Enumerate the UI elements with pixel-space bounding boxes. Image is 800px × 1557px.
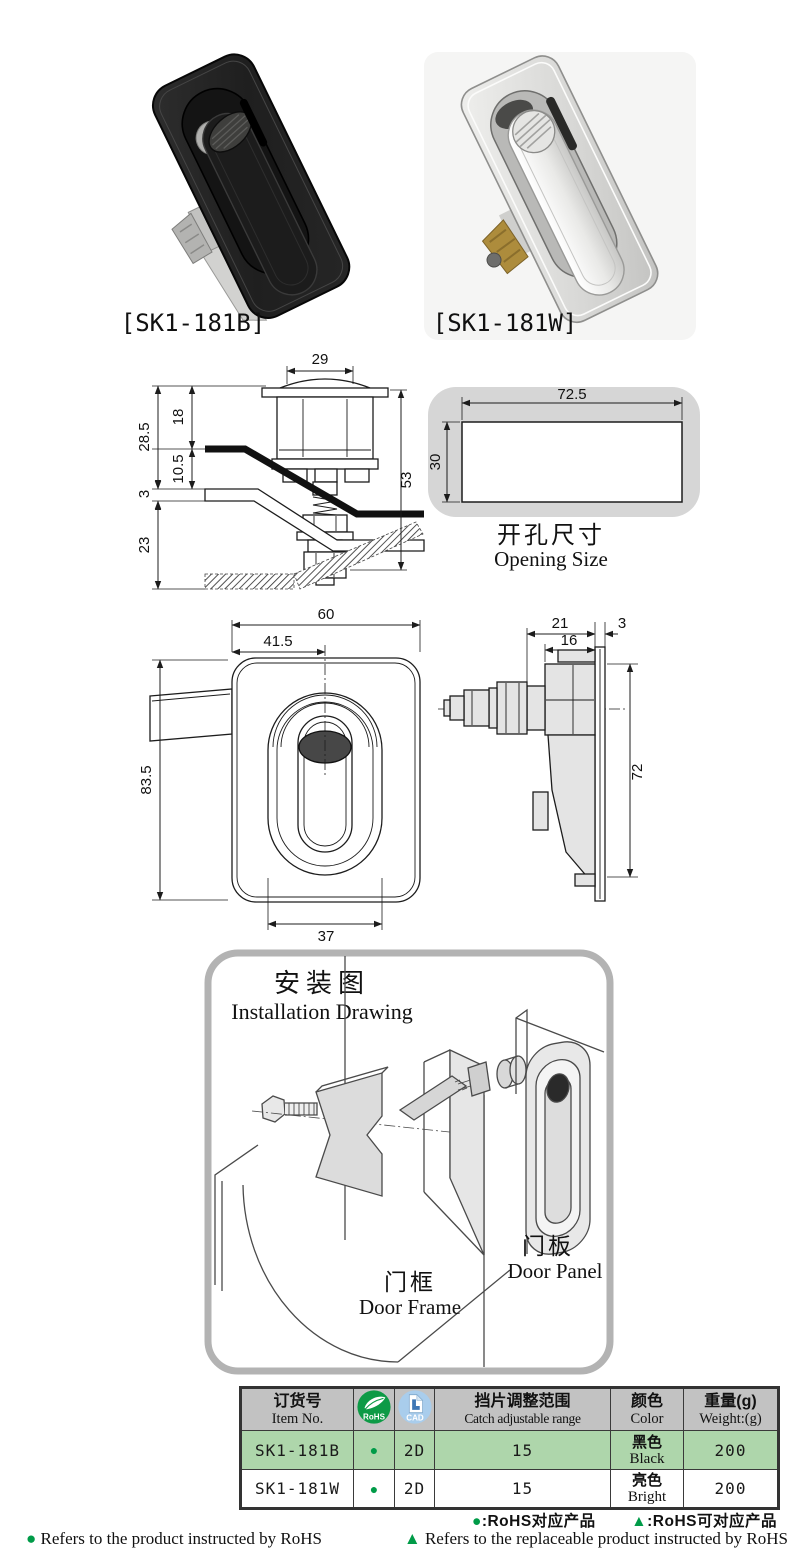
color-value-en: Bright [627, 1489, 667, 1505]
weight-value: 200 [683, 1469, 779, 1509]
color-value-en: Black [629, 1450, 665, 1467]
catch-range-value: 15 [434, 1430, 611, 1470]
product-label-black: [SK1-181B] [121, 309, 266, 337]
catch-range-label-en: Catch adjustable range [464, 1411, 581, 1426]
rohs-dot-marker: ● [471, 1513, 482, 1530]
rohs-dot-marker-en: ● [26, 1529, 37, 1548]
col-item-no: 订货号 Item No. [240, 1387, 354, 1431]
col-rohs: RoHS [353, 1387, 395, 1431]
cad-value: 2D [394, 1430, 435, 1470]
col-weight: 重量(g) Weight:(g) [683, 1387, 779, 1431]
rohs-tri-marker-en: ▲ [403, 1529, 421, 1548]
cad-icon: CAD [397, 1390, 432, 1424]
dim-60: 60 [318, 606, 335, 623]
product-label-bright: [SK1-181W] [433, 309, 578, 337]
color-label-zh: 颜色 [630, 1392, 663, 1410]
door-panel-label-en: Door Panel [507, 1259, 602, 1283]
dim-23: 23 [136, 537, 153, 554]
rohs-icon: RoHS [357, 1390, 391, 1424]
dim-10-5: 10.5 [170, 454, 187, 483]
color-value-zh: 亮色 [631, 1472, 662, 1489]
catch-range-label-zh: 挡片调整范围 [474, 1393, 571, 1410]
rohs-dot-legend-en: ● Refers to the product instructed by Ro… [26, 1529, 322, 1549]
dim-83-5: 83.5 [138, 765, 155, 794]
rohs-legend-zh: ●:RoHS对应产品 ▲:RoHS可对应产品 [239, 1509, 777, 1531]
col-color: 颜色 Color [610, 1387, 684, 1431]
photo-black-latch [151, 53, 351, 321]
dim-72-5: 72.5 [557, 386, 586, 403]
weight-label-en: Weight:(g) [699, 1410, 762, 1427]
table-row-sk1-181w: SK1-181W ● 2D 15 亮色 Bright 200 [240, 1469, 779, 1509]
table-row-sk1-181b: SK1-181B ● 2D 15 黑色 Black 200 [240, 1430, 779, 1470]
weight-label-zh: 重量(g) [704, 1392, 757, 1410]
spec-header-row: 订货号 Item No. RoHS CAD 挡片调整范围 Catch adjus… [240, 1387, 779, 1431]
drawing-opening-size: 72.5 30 开孔尺寸 Opening Size [427, 386, 700, 571]
rohs-dot-text-en: Refers to the product instructed by RoHS [40, 1529, 322, 1548]
door-panel-label-zh: 门板 [522, 1233, 574, 1259]
opening-size-label-zh: 开孔尺寸 [497, 522, 605, 549]
color-value: 亮色 Bright [610, 1469, 684, 1509]
dim-53: 53 [398, 472, 415, 489]
drawing-section-view: 29 53 28.5 18 10.5 3 23 [136, 351, 425, 590]
dim-30: 30 [427, 454, 444, 471]
item-no-value: SK1-181W [240, 1469, 354, 1509]
opening-size-label-en: Opening Size [494, 547, 608, 571]
dim-3-side: 3 [618, 615, 626, 632]
installation-drawing: 安装图 Installation Drawing [204, 949, 614, 1375]
color-label-en: Color [630, 1410, 664, 1427]
photo-bright-latch [424, 52, 696, 340]
catch-range-value: 15 [434, 1469, 611, 1509]
spec-table: 订货号 Item No. RoHS CAD 挡片调整范围 Catch adjus… [239, 1386, 780, 1510]
color-value-zh: 黑色 [631, 1433, 662, 1451]
rohs-icon-label: RoHS [363, 1412, 386, 1421]
dim-41-5: 41.5 [263, 633, 292, 650]
door-frame-label-en: Door Frame [359, 1295, 461, 1319]
drawing-front-view: 60 41.5 83.5 37 [138, 606, 421, 945]
dim-16: 16 [561, 632, 578, 649]
cad-icon-label: CAD [406, 1413, 424, 1422]
rohs-dot-text-zh: :RoHS对应产品 [481, 1513, 596, 1530]
dim-37: 37 [318, 928, 335, 945]
drawing-side-view: 21 3 16 72 [438, 615, 646, 902]
item-no-label-en: Item No. [271, 1410, 324, 1427]
dim-29: 29 [312, 351, 329, 368]
item-no-value: SK1-181B [240, 1430, 354, 1470]
dim-28-5: 28.5 [136, 422, 153, 451]
col-cad: CAD [394, 1387, 435, 1431]
dim-21: 21 [552, 615, 569, 632]
datasheet-artwork: [SK1-181B] [SK1-181W] [121, 52, 700, 1375]
rohs-tri-legend-en: ▲ Refers to the replaceable product inst… [404, 1529, 788, 1549]
door-frame-label-zh: 门框 [384, 1269, 436, 1295]
cad-value: 2D [394, 1469, 435, 1509]
dim-3-section: 3 [136, 490, 153, 498]
col-catch-range: 挡片调整范围 Catch adjustable range [434, 1387, 611, 1431]
rohs-dot: ● [353, 1430, 395, 1470]
dim-18: 18 [170, 409, 187, 426]
color-value: 黑色 Black [610, 1430, 684, 1470]
installation-title-en: Installation Drawing [231, 999, 412, 1024]
rohs-legend-en: ● Refers to the product instructed by Ro… [26, 1529, 788, 1549]
rohs-tri-marker: ▲ [631, 1513, 648, 1530]
weight-value: 200 [683, 1430, 779, 1470]
rohs-dot: ● [353, 1469, 395, 1509]
rohs-tri-text-en: Refers to the replaceable product instru… [424, 1529, 788, 1548]
item-no-label-zh: 订货号 [273, 1392, 322, 1410]
installation-title-zh: 安装图 [274, 968, 370, 998]
dim-72: 72 [629, 764, 646, 781]
rohs-tri-text-zh: :RoHS可对应产品 [647, 1513, 777, 1530]
